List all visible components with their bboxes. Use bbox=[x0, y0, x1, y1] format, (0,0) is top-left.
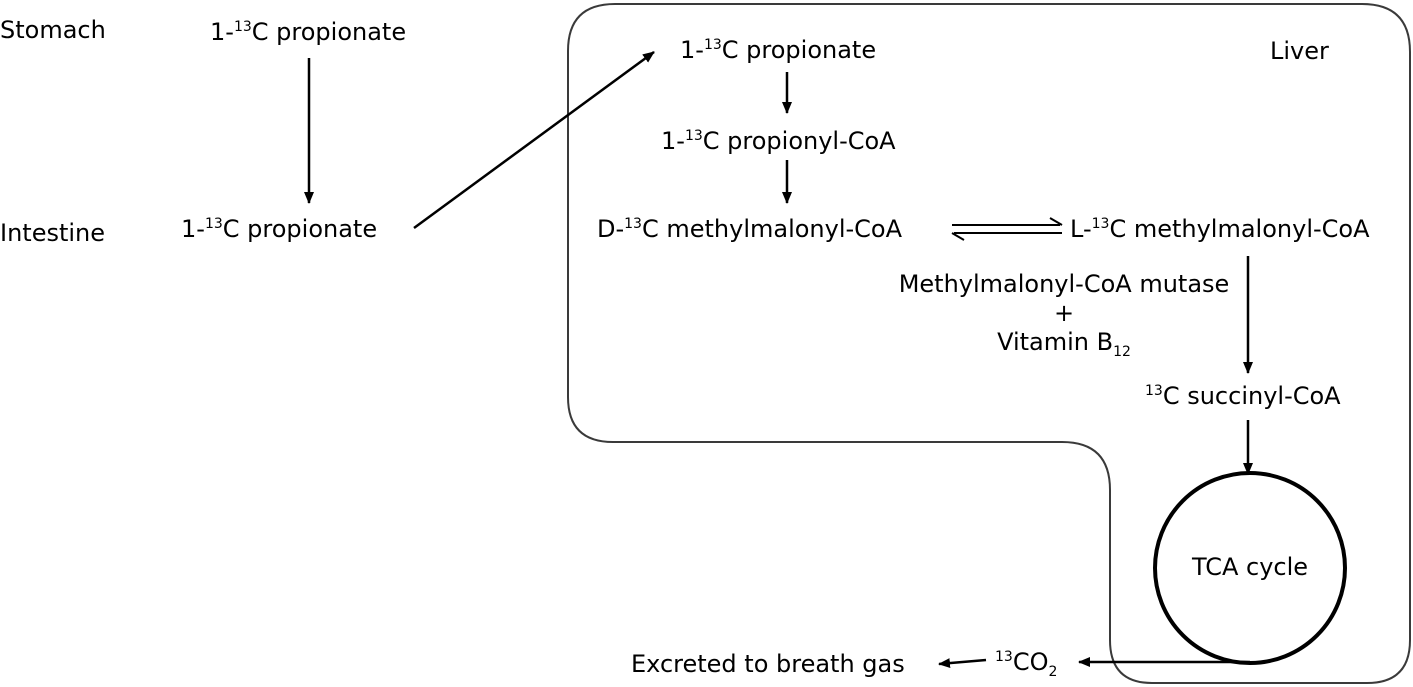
excreted-label: Excreted to breath gas bbox=[631, 650, 905, 678]
intestine-propionate-label: 1-13C propionate bbox=[181, 215, 378, 243]
liver-propionate-label: 1-13C propionate bbox=[680, 36, 877, 64]
l-methylmalonyl-coa-label: L-13C methylmalonyl-CoA bbox=[1070, 215, 1370, 243]
arrow-co2-to-excreted bbox=[938, 658, 987, 669]
arrow-intestine-to-liver bbox=[413, 50, 655, 230]
equilibrium-arrows bbox=[951, 217, 1063, 241]
d-methylmalonyl-coa-label: D-13C methylmalonyl-CoA bbox=[597, 215, 903, 243]
organ-label-intestine: Intestine bbox=[0, 219, 106, 247]
organ-label-liver: Liver bbox=[1270, 37, 1329, 65]
propionyl-coa-label: 1-13C propionyl-CoA bbox=[661, 127, 896, 155]
organ-label-stomach: Stomach bbox=[0, 16, 106, 44]
succinyl-coa-label: 13C succinyl-CoA bbox=[1145, 382, 1341, 410]
tca-cycle-label: TCA cycle bbox=[1191, 553, 1309, 581]
stomach-propionate-label: 1-13C propionate bbox=[210, 18, 407, 46]
liver-compartment-outline bbox=[567, 3, 1411, 684]
co2-label: 13CO2 bbox=[995, 648, 1058, 680]
enzyme-label: Methylmalonyl-CoA mutase bbox=[898, 270, 1230, 298]
enzyme-plus-sign: + bbox=[1053, 299, 1075, 327]
cofactor-label: Vitamin B12 bbox=[997, 328, 1131, 360]
